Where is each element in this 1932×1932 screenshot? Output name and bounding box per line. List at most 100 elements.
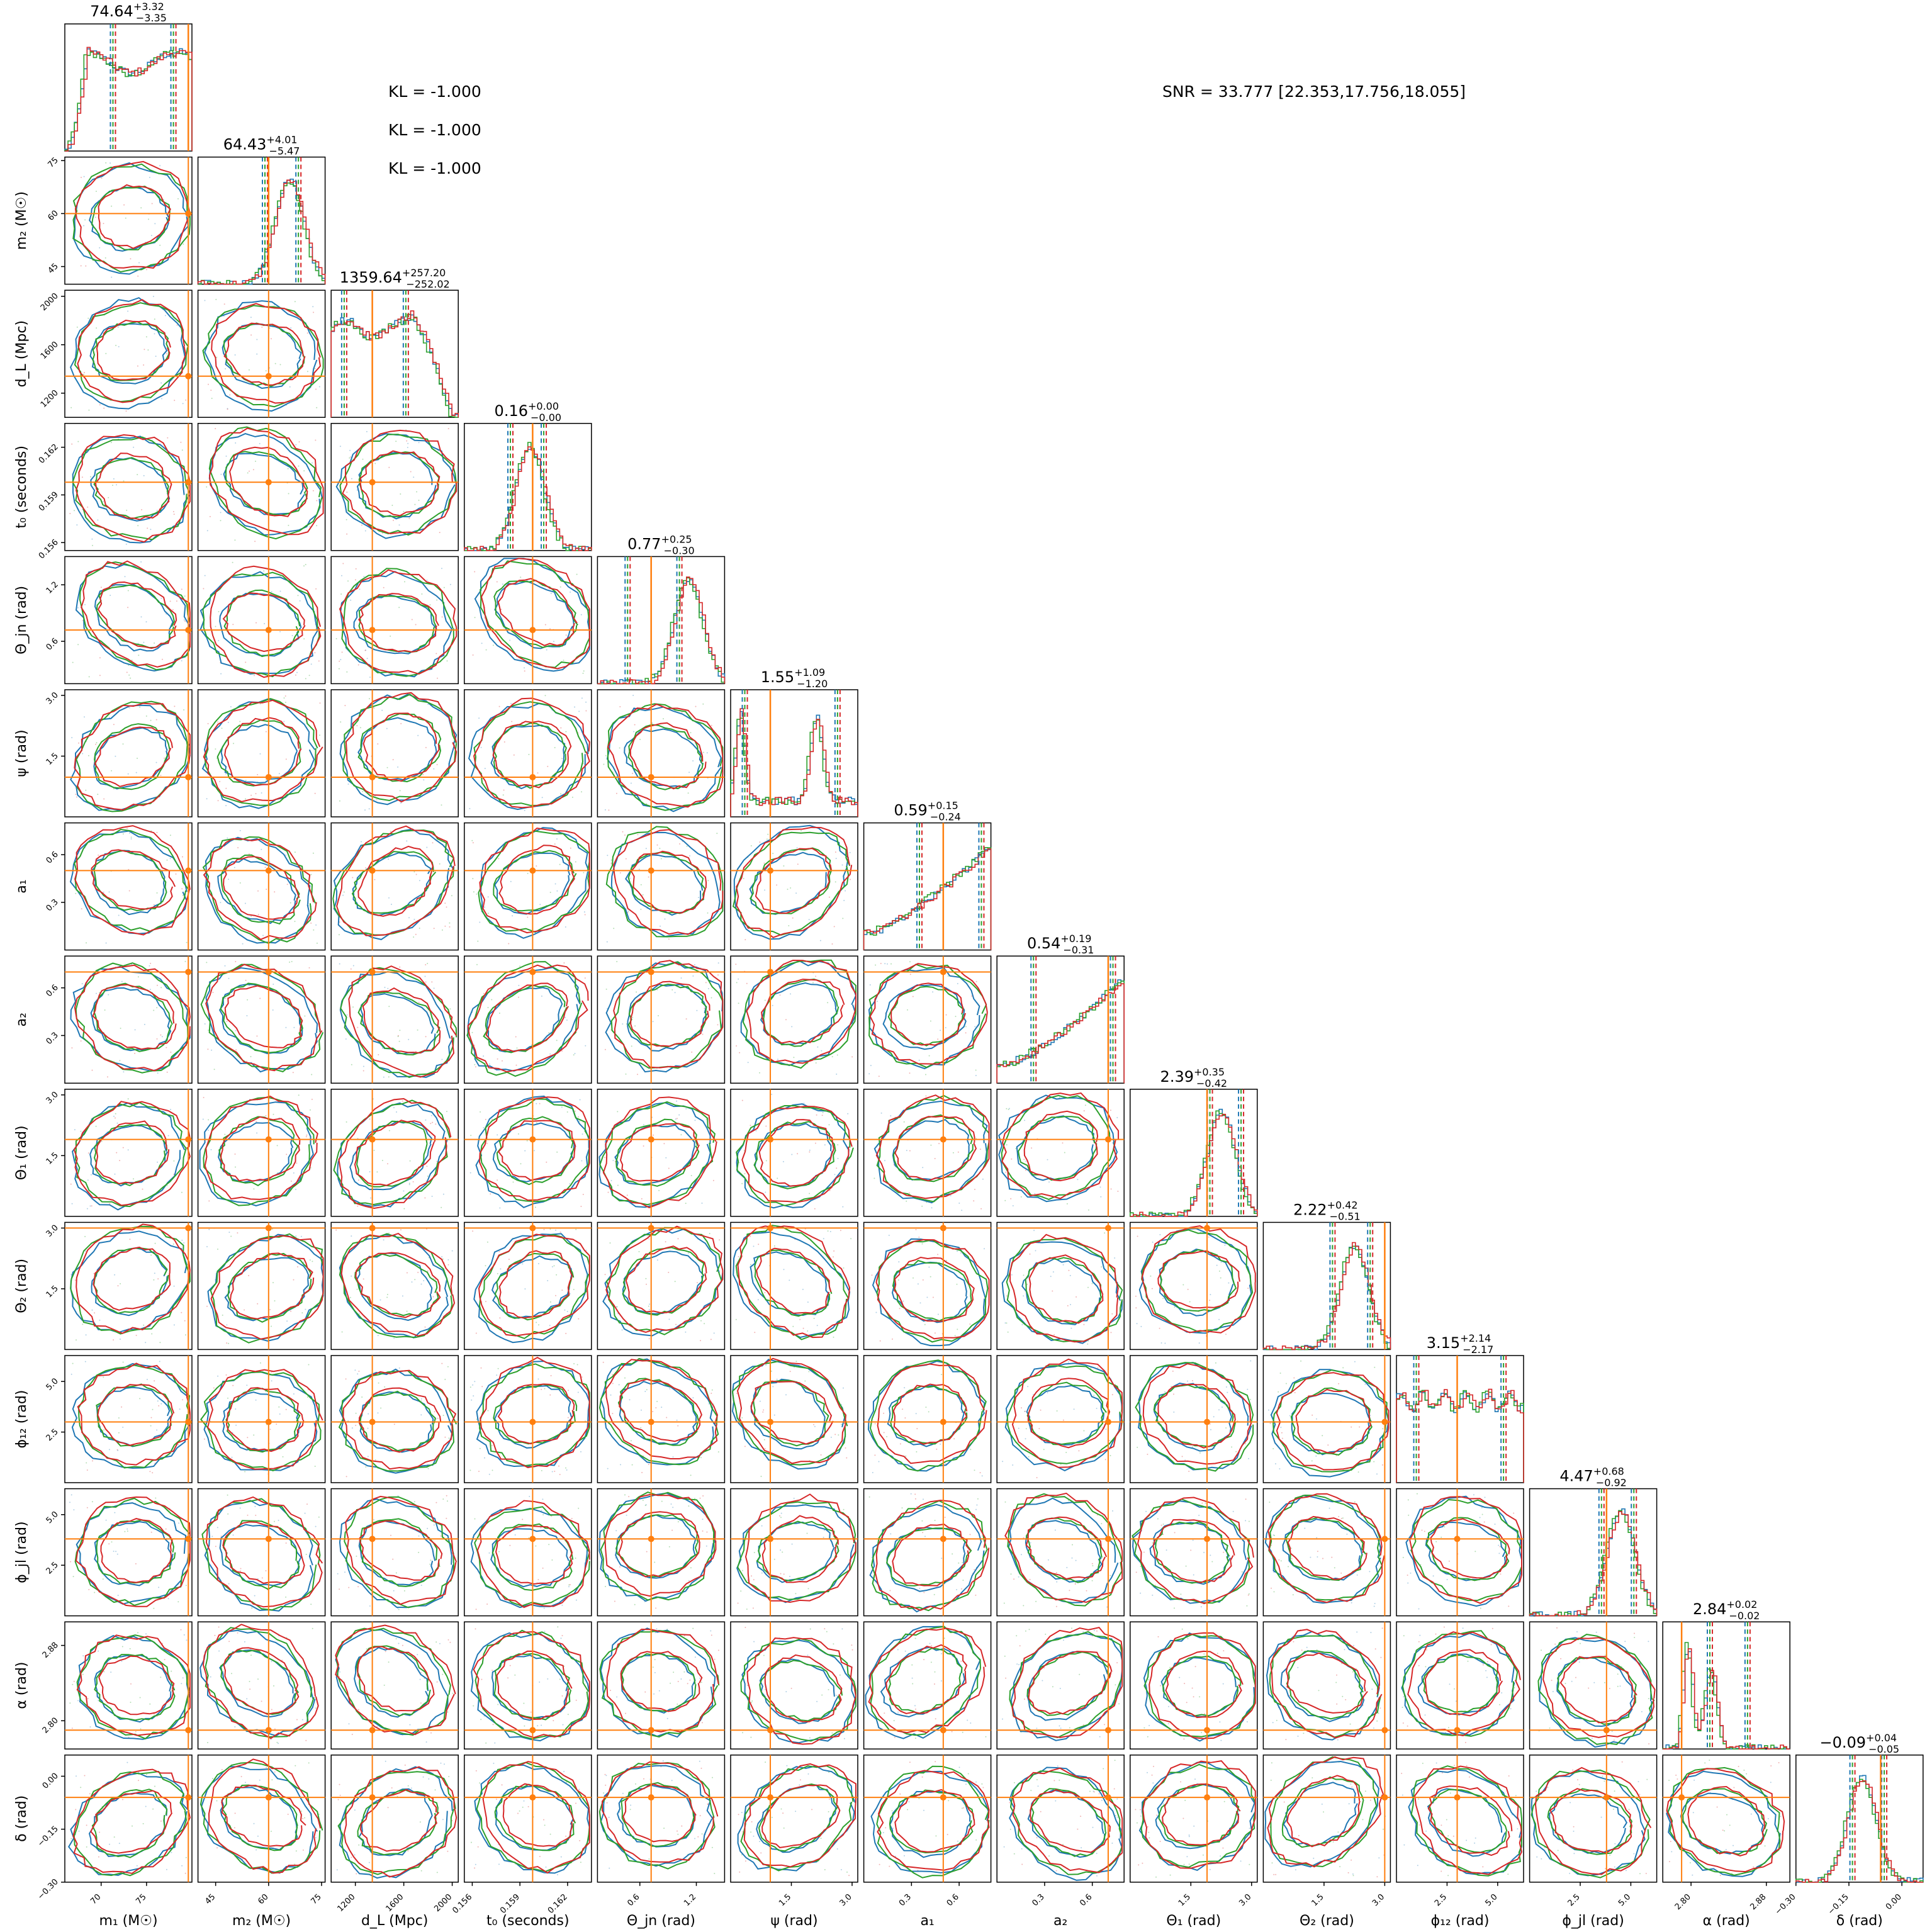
sample-point [164, 315, 166, 317]
sample-point [918, 1237, 920, 1238]
sample-point [610, 1394, 612, 1396]
contour-series-1 [892, 1114, 974, 1182]
contour-series-2 [93, 1246, 171, 1311]
sample-point [257, 774, 259, 775]
sample-point [982, 1178, 984, 1180]
sample-point [367, 1456, 369, 1457]
sample-point [126, 671, 128, 673]
contour-series-2 [497, 1120, 576, 1181]
sample-point [318, 386, 320, 388]
sample-point [140, 207, 142, 209]
sample-point [1059, 1779, 1060, 1781]
sample-point [154, 1272, 155, 1274]
sample-point [1021, 1863, 1023, 1865]
sample-point [114, 1512, 116, 1514]
sample-point [1373, 1605, 1375, 1607]
sample-point [271, 591, 272, 593]
sample-point [750, 1235, 751, 1237]
contour-series-0 [868, 967, 980, 1070]
sample-point [157, 1072, 159, 1074]
sample-point [471, 1031, 473, 1033]
sample-point [1009, 1828, 1011, 1830]
panel-12-5 [730, 1621, 858, 1749]
contour-series-1 [621, 1653, 697, 1712]
sample-point [773, 1558, 775, 1560]
sample-point [961, 1210, 963, 1211]
sample-point [527, 1806, 529, 1807]
contour-series-2 [467, 964, 589, 1073]
contour-series-1 [627, 983, 707, 1048]
sample-point [413, 1501, 415, 1503]
diag-title: 1.55+1.09−1.20 [761, 666, 828, 690]
sample-point [585, 710, 587, 712]
sample-point [646, 1283, 647, 1285]
sample-point [152, 1808, 154, 1810]
sample-point [400, 1229, 402, 1231]
sample-point [645, 848, 647, 850]
sample-point [753, 1579, 755, 1581]
contour-series-1 [742, 959, 856, 1069]
sample-point [139, 706, 141, 708]
sample-point [390, 635, 391, 637]
sample-point [173, 1285, 175, 1287]
sample-point [149, 176, 150, 178]
sample-point [99, 1319, 101, 1321]
x-tick-label: 1200 [335, 1892, 357, 1914]
sample-point [1316, 1418, 1317, 1420]
sample-point [767, 833, 769, 835]
sample-point [476, 963, 478, 965]
sample-point [206, 1246, 208, 1247]
sample-point [924, 1323, 926, 1325]
sample-point [139, 1398, 141, 1400]
sample-point [1011, 1274, 1013, 1276]
sample-point [1185, 1565, 1187, 1567]
sample-point [957, 1840, 958, 1842]
contour-series-2 [605, 1225, 724, 1334]
sample-point [351, 1856, 352, 1858]
contour-series-2 [741, 1105, 853, 1203]
sample-point [403, 1208, 405, 1210]
diag-panel-10: 3.15+2.14−2.17 [1396, 1332, 1524, 1483]
panel-8-5 [730, 1089, 858, 1217]
contour-series-2 [1011, 1358, 1123, 1468]
sample-point [86, 1507, 88, 1508]
sample-point [319, 702, 321, 704]
sample-point [1453, 1688, 1455, 1690]
contour-series-2 [606, 1628, 719, 1733]
diag-panel-4: 0.77+0.25−0.30 [597, 533, 726, 685]
sample-point [510, 702, 512, 704]
sample-point [1002, 1718, 1003, 1720]
sample-point [495, 1799, 497, 1800]
x-tick-label: 0.3 [897, 1892, 913, 1908]
contour-series-2 [604, 1493, 717, 1597]
sample-point [836, 1167, 838, 1169]
sample-point [677, 1680, 679, 1682]
sample-point [497, 1704, 499, 1705]
panel-12-9 [1262, 1621, 1391, 1749]
sample-point [137, 474, 138, 476]
sample-point [629, 877, 631, 879]
sample-point [70, 1183, 72, 1185]
panel-frame [330, 1621, 459, 1749]
sample-point [751, 1702, 753, 1704]
sample-point [630, 1440, 632, 1442]
sample-point [217, 721, 219, 723]
sample-point [1030, 1790, 1032, 1792]
sample-point [822, 1111, 824, 1113]
sample-point [890, 1533, 892, 1535]
sample-point [934, 1671, 936, 1673]
sample-point [306, 1134, 308, 1136]
sample-point [1155, 1876, 1157, 1878]
sample-point [221, 727, 223, 729]
sample-point [1062, 1419, 1064, 1421]
sample-point [1003, 1602, 1005, 1604]
y-tick-label: 0.6 [45, 850, 60, 865]
sample-point [940, 1443, 941, 1445]
sample-point [550, 1375, 552, 1376]
contour-series-1 [1009, 1770, 1123, 1875]
sample-point [120, 1028, 121, 1029]
sample-point [670, 1682, 671, 1684]
sample-point [119, 1160, 121, 1162]
sample-point [1577, 1779, 1578, 1781]
sample-point [914, 1705, 916, 1707]
